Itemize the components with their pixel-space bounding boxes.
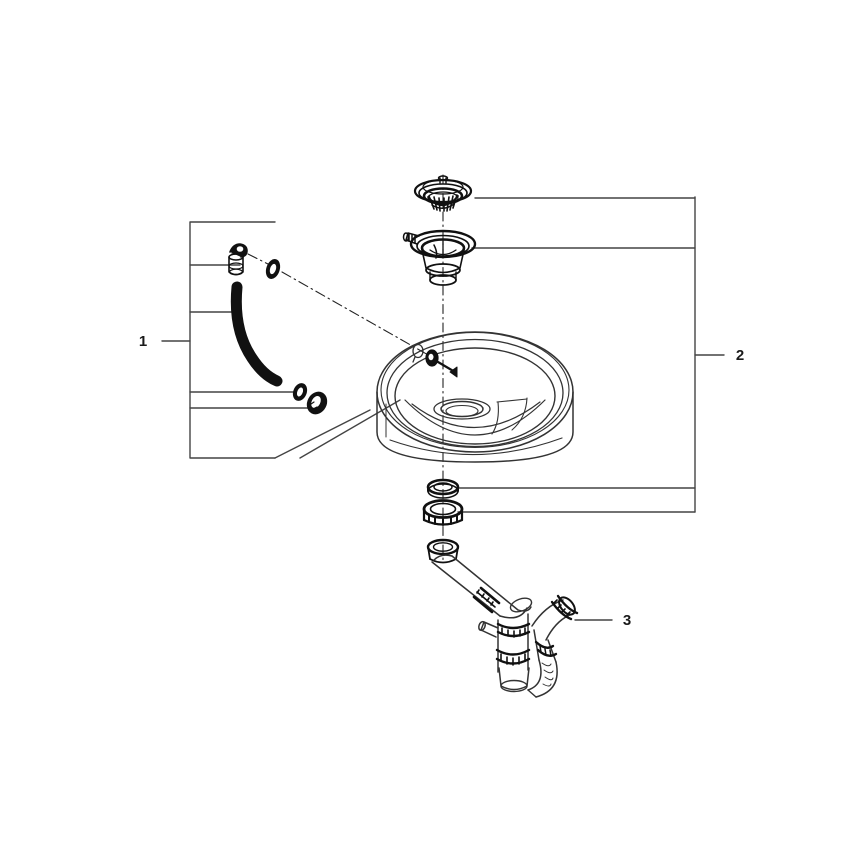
callout-label-1: 1 <box>139 333 147 350</box>
callout-1-bracket <box>161 221 401 459</box>
o-ring-part <box>265 259 281 279</box>
overflow-hole-marker <box>412 343 424 363</box>
drain-body-part <box>402 229 477 286</box>
callout-label-3: 3 <box>623 612 631 629</box>
strainer-basket-part <box>413 175 473 212</box>
flexible-hose-part <box>230 281 283 387</box>
callout-label-2: 2 <box>736 347 744 364</box>
overflow-connection-guide <box>247 253 431 357</box>
overflow-connector-part <box>228 243 248 276</box>
locking-ring-part <box>422 499 464 526</box>
sealing-washer-part <box>426 478 460 499</box>
callout-2-bracket <box>457 196 725 513</box>
trap-assembly-part <box>426 538 579 698</box>
flat-gasket-part <box>292 383 308 401</box>
sink-bowl-part <box>376 331 574 463</box>
locking-nut-part <box>306 391 328 415</box>
